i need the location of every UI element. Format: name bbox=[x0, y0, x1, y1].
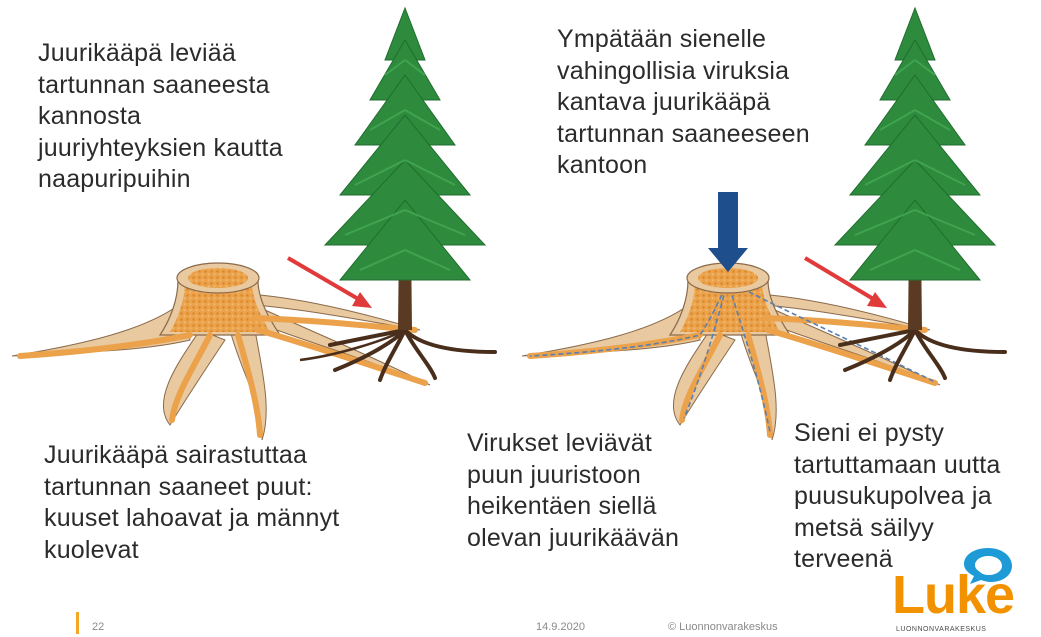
page-number: 22 bbox=[92, 621, 104, 633]
text-top-right: Ympätään sienelle vahingollisia viruksia… bbox=[557, 24, 810, 182]
logo-word: Luke bbox=[892, 568, 1014, 622]
text-top-left: Juurikääpä leviää tartunnan saaneesta ka… bbox=[38, 38, 283, 196]
blue-arrow bbox=[708, 192, 748, 272]
right-stump-illustration bbox=[522, 263, 940, 440]
footer-date: 14.9.2020 bbox=[536, 621, 585, 633]
logo-subtitle: LUONNONVARAKESKUS bbox=[896, 626, 986, 633]
luke-logo: Luke LUONNONVARAKESKUS bbox=[880, 548, 1030, 637]
left-stump-illustration bbox=[12, 263, 430, 440]
text-bottom-middle: Virukset leviävät puun juuristoon heiken… bbox=[467, 428, 679, 554]
text-bottom-left: Juurikääpä sairastuttaa tartunnan saanee… bbox=[44, 440, 339, 566]
footer-accent-bar bbox=[76, 612, 79, 634]
footer-copyright: © Luonnonvarakeskus bbox=[668, 621, 778, 633]
